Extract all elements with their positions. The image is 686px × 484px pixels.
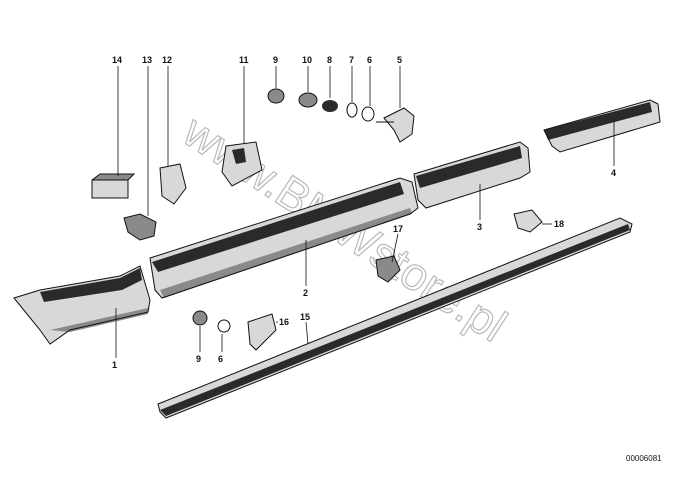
part-6-washer-top [361, 106, 375, 122]
part-7-washer [346, 102, 358, 118]
callouts: 1 2 3 4 5 6 6 7 8 9 9 10 11 12 13 14 15 … [112, 55, 616, 370]
callout-8: 8 [327, 55, 332, 65]
part-14-block [91, 173, 136, 199]
callout-15: 15 [300, 312, 310, 322]
part-13-clip [123, 213, 157, 241]
part-9-nut-top [267, 88, 285, 104]
callout-9-top: 9 [273, 55, 278, 65]
callout-11: 11 [239, 55, 249, 65]
part-17-clip [375, 255, 401, 283]
callout-5: 5 [397, 55, 402, 65]
part-4-rear-moulding [543, 99, 661, 153]
part-1-front-moulding [13, 265, 151, 345]
part-10-nut [298, 92, 318, 108]
part-6-washer-bottom [217, 319, 231, 333]
callout-2: 2 [303, 288, 308, 298]
callout-17: 17 [393, 224, 403, 234]
part-15-sill-strip [157, 217, 633, 419]
part-8-nut [322, 100, 338, 112]
callout-4: 4 [611, 168, 616, 178]
drawing-code: 00006081 [626, 454, 662, 463]
part-5-screw-clip [376, 107, 415, 143]
part-3-rear-door-moulding [413, 141, 531, 209]
callout-1: 1 [112, 360, 117, 370]
callout-6-bottom: 6 [218, 354, 223, 364]
part-18-clip [513, 209, 543, 233]
callout-3: 3 [477, 222, 482, 232]
part-2-door-moulding [149, 177, 419, 299]
part-12-bracket [159, 163, 187, 205]
leader-lines [115, 66, 615, 358]
callout-7: 7 [349, 55, 354, 65]
part-11-clip [221, 141, 263, 187]
callout-18: 18 [554, 219, 564, 229]
callout-13: 13 [142, 55, 152, 65]
callout-12: 12 [162, 55, 172, 65]
part-9-nut-bottom [192, 310, 208, 326]
callout-14: 14 [112, 55, 122, 65]
callout-10: 10 [302, 55, 312, 65]
callout-9-bottom: 9 [196, 354, 201, 364]
callout-6-top: 6 [367, 55, 372, 65]
part-16-clip [247, 313, 277, 351]
callout-16: 16 [279, 317, 289, 327]
